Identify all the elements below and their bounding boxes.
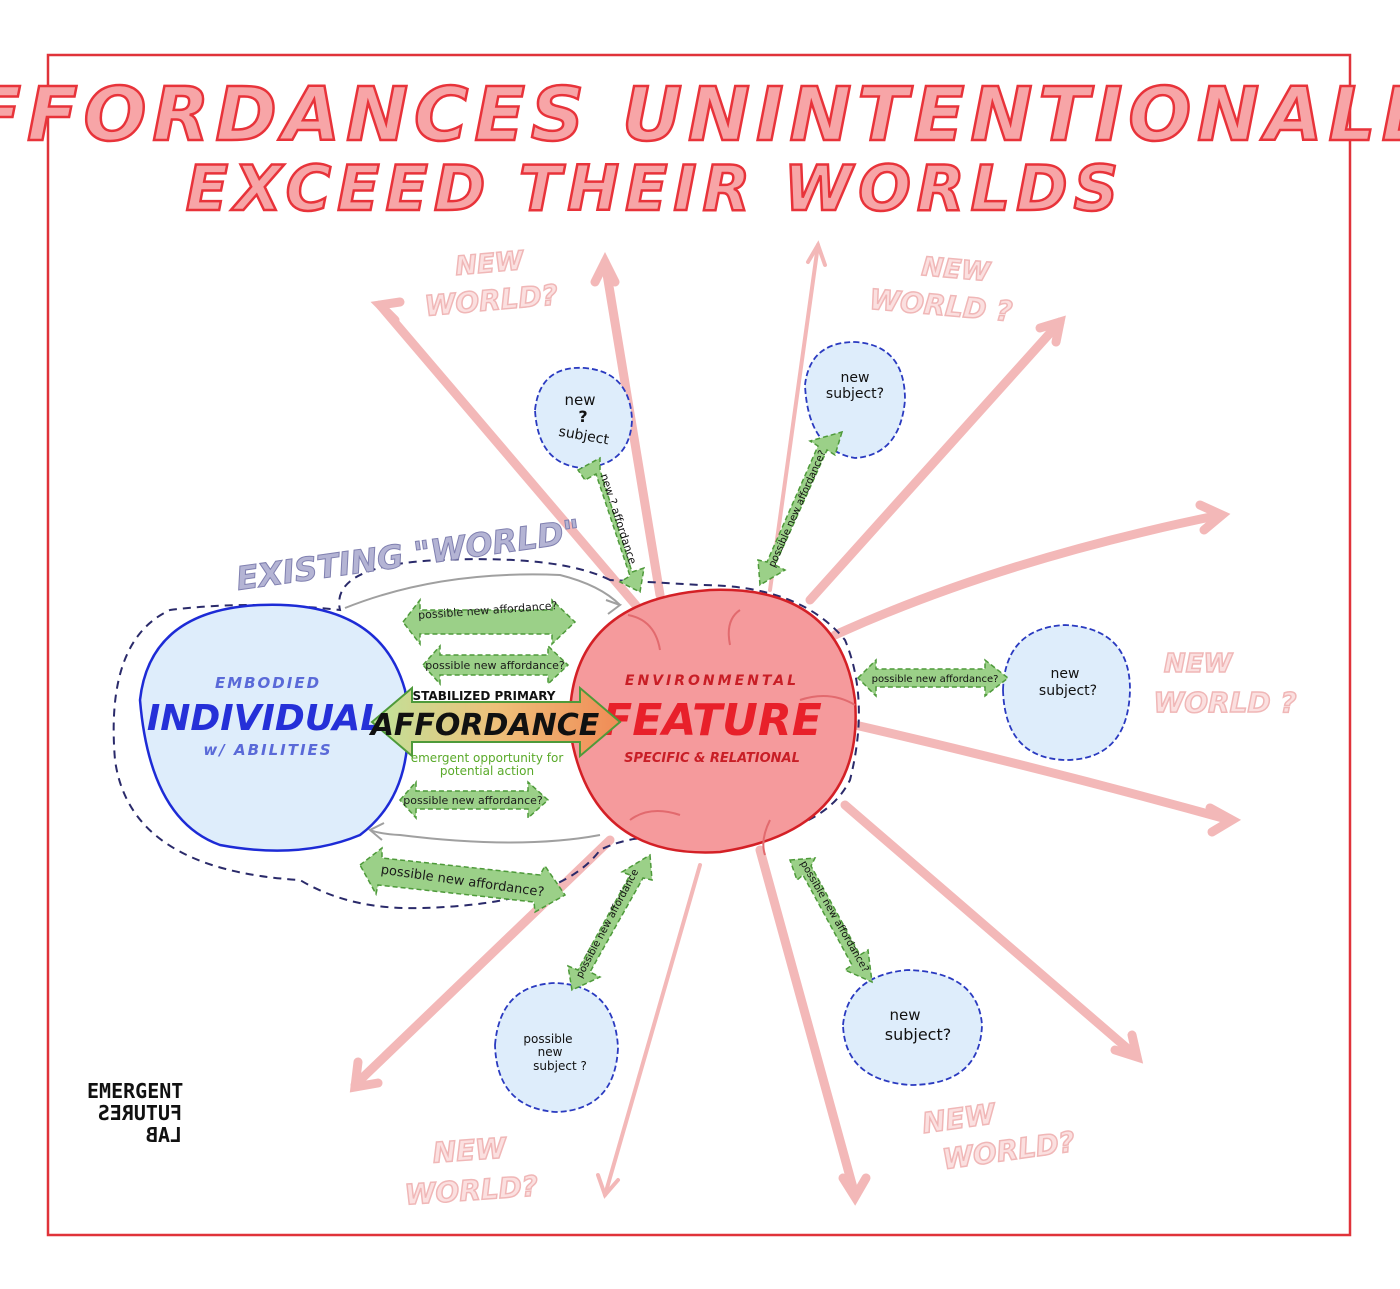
feature-bottom: SPECIFIC & RELATIONAL: [624, 751, 800, 766]
new-world-line: WORLD?: [404, 1169, 540, 1211]
subject-circle: [804, 341, 906, 459]
subject-label: new: [564, 391, 595, 409]
subject-label: ?: [578, 407, 587, 426]
subject-label: new: [841, 370, 870, 386]
loop-arrow-top: [344, 573, 621, 609]
ray-arrow: [755, 845, 860, 1200]
affordance-arrow: [398, 780, 550, 820]
individual-bottom: w/ ABILITIES: [203, 741, 332, 759]
frame-border: [46, 53, 1352, 1237]
subject-circle: [534, 366, 633, 469]
new-world-line: NEW: [920, 252, 992, 288]
new-world-line: WORLD ?: [1153, 686, 1296, 719]
ray-arrow: [1035, 315, 1066, 347]
feature-inner-arcs: [627, 609, 856, 856]
primary-affordance-main: AFFORDANCE: [369, 708, 600, 743]
primary-affordance-sub1: emergent opportunity for: [411, 751, 564, 765]
subject-label: new: [889, 1006, 920, 1024]
ray-arrow: [805, 317, 1065, 605]
feature-circle: [568, 588, 857, 854]
title-line-1: AFFORDANCES UNINTENTIONALLY: [0, 72, 1400, 158]
outer-affordance-label: new ? affordance: [598, 472, 640, 566]
feature-main: FEATURE: [602, 695, 822, 746]
subject-label: subject?: [826, 386, 884, 402]
ray-arrow: [590, 251, 620, 287]
ray-arrow: [1195, 500, 1231, 535]
outer-affordance-label: possible new affordance?: [798, 859, 871, 974]
ray-arrow: [806, 240, 827, 267]
logo-line-1: EMERGENT: [87, 1079, 183, 1103]
ray-arrow: [375, 300, 645, 615]
subject-label: subject ?: [533, 1059, 587, 1073]
ray-arrow: [1110, 1030, 1144, 1064]
subject-label: new: [538, 1045, 563, 1059]
inner-affordance-label: possible new affordance?: [403, 794, 543, 807]
affordance-arrow: [402, 597, 577, 647]
existing-world-label: EXISTING "WORLD": [234, 512, 583, 598]
loop-arrow-top-head: [605, 599, 623, 615]
affordance-arrow: [567, 853, 653, 992]
new-world-line: NEW: [920, 1097, 998, 1140]
subject-label: subject?: [1039, 683, 1097, 699]
primary-affordance-top: STABILIZED PRIMARY: [413, 689, 556, 703]
subject-circle: [494, 982, 619, 1113]
ray-arrow: [350, 835, 615, 1090]
outer-affordance-label: possible new affordance: [574, 868, 641, 980]
ray-arrow: [768, 243, 820, 592]
ray-arrow: [850, 720, 1235, 825]
new-world-line: WORLD ?: [868, 283, 1014, 328]
new-world-line: NEW: [432, 1131, 509, 1169]
inner-affordance-arrows: [359, 597, 577, 914]
ray-arrows: [349, 240, 1242, 1206]
subject-label: possible: [523, 1032, 572, 1046]
ray-arrow: [370, 297, 405, 325]
feature-top: ENVIRONMENTAL: [625, 673, 799, 689]
ray-arrow: [600, 257, 665, 600]
inner-affordance-label: possible new affordance?: [425, 659, 565, 672]
ray-arrow: [838, 1173, 871, 1206]
new-world-line: NEW: [454, 246, 526, 282]
outer-affordance-label: possible new affordance?: [872, 674, 999, 685]
ray-arrow: [603, 863, 702, 1197]
ray-arrow: [349, 1057, 383, 1093]
outer-affordance-label: possible new affordance?: [767, 449, 829, 569]
ray-arrow: [596, 1173, 620, 1199]
existing-world-boundary: [112, 558, 860, 910]
new-world-line: NEW: [1164, 649, 1234, 679]
affordance-arrow: [359, 846, 567, 914]
primary-affordance-arrow: [370, 685, 622, 759]
subject-circle: [1002, 624, 1131, 761]
subject-circle: [842, 969, 983, 1086]
ray-arrow: [1205, 803, 1242, 837]
loop-arrow-bottom: [369, 829, 601, 844]
subject-circles: [494, 341, 1131, 1113]
individual-main: INDIVIDUAL: [147, 698, 383, 739]
individual-circle: [138, 603, 410, 852]
affordance-arrow: [421, 644, 570, 686]
title-line-2: EXCEED THEIR WORLDS: [186, 152, 1125, 225]
new-world-line: WORLD?: [423, 278, 559, 323]
individual-top: EMBODIED: [215, 674, 321, 692]
subject-label: subject?: [885, 1025, 951, 1044]
subject-label: new: [1051, 666, 1080, 682]
ray-arrow: [840, 800, 1140, 1060]
primary-affordance-sub2: potential action: [440, 764, 534, 778]
affordance-arrow: [576, 456, 645, 594]
affordance-arrow: [757, 430, 844, 587]
ray-arrow: [830, 510, 1225, 640]
logo-line-2: FUTURES: [98, 1101, 182, 1125]
loop-arrow-bottom-head: [368, 822, 385, 841]
affordance-arrow: [856, 658, 1010, 698]
outer-affordance-arrows: [567, 430, 1010, 992]
affordance-arrow: [788, 857, 873, 984]
logo-line-3: LAB: [146, 1123, 182, 1147]
